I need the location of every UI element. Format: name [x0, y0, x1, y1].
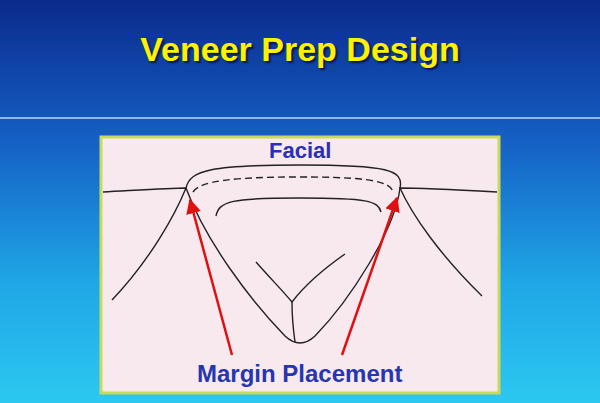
prep-line	[193, 177, 393, 192]
surface-label: Facial	[269, 138, 331, 164]
margin-arrows	[190, 198, 397, 355]
slide-title: Veneer Prep Design	[0, 30, 600, 69]
cingulum-line	[216, 198, 381, 216]
leader-arrow	[342, 198, 397, 355]
title-rule	[0, 117, 600, 119]
left-adjacent-tooth	[103, 188, 186, 300]
pulp-canal	[292, 302, 295, 342]
tooth-drawing	[103, 165, 497, 343]
callout-label: Margin Placement	[197, 360, 402, 388]
tooth-outline	[186, 165, 401, 343]
leader-arrow	[190, 200, 232, 355]
right-adjacent-tooth	[400, 188, 497, 296]
pulp-outline	[256, 254, 345, 302]
figure-panel	[101, 137, 499, 393]
